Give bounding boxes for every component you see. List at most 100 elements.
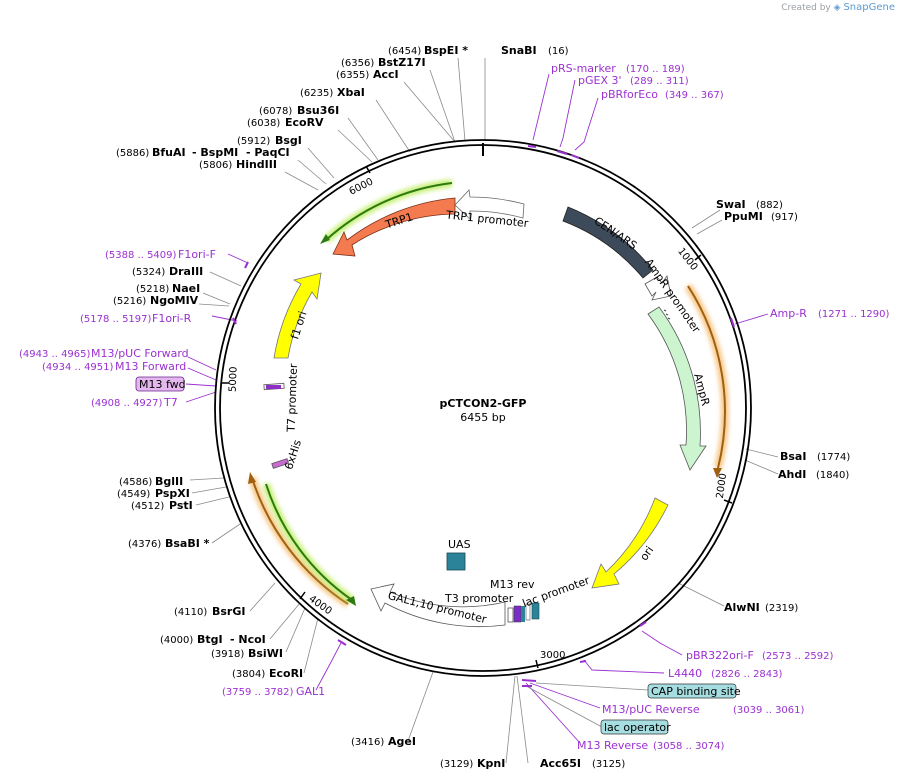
site-bspei-pos: (6454): [388, 46, 421, 57]
backbone-outer-ring: [214, 139, 752, 677]
site-hindiii-pos: (5806): [199, 160, 232, 171]
amp-r-arrowhead: [713, 468, 722, 478]
t3-promoter-feature: [507, 607, 514, 623]
m13-rev-label: M13 rev: [490, 578, 535, 591]
primer-l4440-pos: (2826 .. 2843): [711, 669, 783, 680]
trp1-feature: [332, 197, 456, 257]
lac-operator-box: [600, 719, 669, 735]
feature-cap-binding-site: CAP binding site: [651, 685, 741, 698]
ampr-feature: [647, 306, 707, 471]
site-alwni: AlwNI: [724, 601, 760, 614]
his6-feature: [271, 458, 290, 469]
cap-binding-feature: [521, 606, 525, 622]
site-ecori-pos: (3804): [232, 669, 265, 680]
site-pspxi-pos: (4549): [117, 489, 150, 500]
site-bstz17i-pos: (6356): [341, 58, 374, 69]
site-acc65i-pos: (3125): [592, 759, 625, 770]
primer-pbr322ori-f: pBR322ori-F: [686, 649, 754, 662]
gfp-arrowhead: [346, 596, 356, 606]
site-psti-pos: (4512): [131, 501, 164, 512]
credit-prefix: Created by: [781, 3, 831, 13]
site-ecorv-pos: (6038): [247, 118, 280, 129]
primer-t7: T7: [163, 396, 178, 409]
site-leader-lines: [189, 57, 779, 764]
m13-rev-feature: [513, 605, 522, 623]
site-xbai-pos: (6235): [300, 88, 333, 99]
primer-t7-pos: (4908 .. 4927): [91, 398, 163, 409]
site-kpni-pos: (3129): [440, 759, 473, 770]
m13-fwd-primer-bar: [266, 385, 281, 389]
snapgene-logo-icon: ◈: [833, 3, 841, 13]
primer-gal1-pos: (3759 .. 3782): [222, 687, 294, 698]
f1-ori-feature: [273, 272, 322, 359]
primer-f1ori-r: F1ori-R: [152, 312, 192, 325]
cap-binding-site-box: [647, 683, 737, 699]
primer-f1ori-r-pos: (5178 .. 5197): [80, 314, 152, 325]
site-ecorv: EcoRV: [285, 116, 324, 129]
trp1-green-arrowhead: [320, 234, 330, 244]
primer-m13-forward-pos: (4934 .. 4951): [42, 362, 114, 373]
site-bsabi-pos: (4376): [128, 539, 161, 550]
gfp-feature-line: [265, 483, 353, 601]
site-btgi-pos: (4000): [160, 635, 193, 646]
site-bspmi: - BspMI: [192, 146, 238, 159]
site-bsrgi-pos: (4110): [174, 607, 207, 618]
site-bsabi: BsaBI *: [165, 537, 210, 550]
primer-m13-puc-reverse: M13/pUC Reverse: [602, 703, 700, 716]
site-acc65i: Acc65I: [540, 757, 581, 770]
site-bglii: BglII: [155, 475, 183, 488]
site-bsiwi-pos: (3918): [211, 649, 244, 660]
primer-gal1: GAL1: [296, 685, 325, 698]
primer-m13-reverse: M13 Reverse: [577, 739, 648, 752]
site-bglii-pos: (4586): [119, 477, 152, 488]
primer-amp-r: Amp-R: [770, 307, 807, 320]
site-pspxi: PspXI: [155, 487, 190, 500]
primer-f1ori-f-pos: (5388 .. 5409): [105, 250, 177, 261]
site-bsrgi: BsrGI: [212, 605, 245, 618]
site-ppumi-pos: (917): [771, 212, 798, 223]
site-bsu36i: Bsu36I: [297, 104, 339, 117]
lac-operator-feature: [525, 603, 531, 621]
trp1-label: TRP1: [383, 210, 415, 231]
site-kpni: KpnI: [477, 757, 505, 770]
site-draiii-pos: (5324): [132, 267, 165, 278]
gal1-feature-line: [251, 477, 349, 605]
site-bstz17i: BstZ17I: [378, 56, 426, 69]
m13-fwd-box: [135, 376, 185, 392]
site-naei-pos: (5218): [136, 284, 169, 295]
site-bfuai-pos: (5886): [116, 148, 149, 159]
site-swai: SwaI: [716, 198, 746, 211]
site-ahdi: AhdI: [778, 468, 806, 481]
tick-label-2000: 2000: [715, 473, 729, 500]
site-acci-pos: (6355): [336, 70, 369, 81]
trp1-promoter-feature: [454, 189, 525, 220]
site-ncoi: - NcoI: [230, 633, 266, 646]
site-ecori: EcoRI: [269, 667, 303, 680]
his6-label: 6xHis: [282, 438, 304, 471]
primer-leader-lines: [185, 73, 769, 744]
snapgene-credit: Created by ◈ SnapGene: [781, 2, 895, 13]
plasmid-name: pCTCON2-GFP: [440, 397, 527, 410]
site-draiii: DraIII: [169, 265, 203, 278]
ori-feature: [591, 497, 669, 589]
site-agei: AgeI: [388, 735, 416, 748]
site-ahdi-pos: (1840): [816, 470, 849, 481]
primer-m13-puc-forward-pos: (4943 .. 4965): [19, 349, 91, 360]
site-bspei: BspEI *: [424, 44, 468, 57]
site-hindiii: HindIII: [236, 158, 277, 171]
gal-promoter-feature: [370, 583, 506, 628]
tick-label-5000: 5000: [228, 366, 240, 392]
primer-f1ori-f: F1ori-F: [178, 248, 216, 261]
site-swai-pos: (882): [756, 200, 783, 211]
plasmid-size: 6455 bp: [460, 411, 505, 424]
primer-pbrforeco: pBRforEco: [601, 88, 658, 101]
gal1-arrowhead: [248, 472, 256, 484]
site-alwni-pos: (2319): [765, 603, 798, 614]
t3-promoter-label: T3 promoter: [444, 592, 514, 605]
site-bsiwi: BsiWI: [248, 647, 283, 660]
primer-marks: [232, 145, 735, 687]
feature-leader-lines: [525, 682, 649, 728]
primer-m13-puc-forward: M13/pUC Forward: [91, 347, 189, 360]
site-agei-pos: (3416): [351, 737, 384, 748]
